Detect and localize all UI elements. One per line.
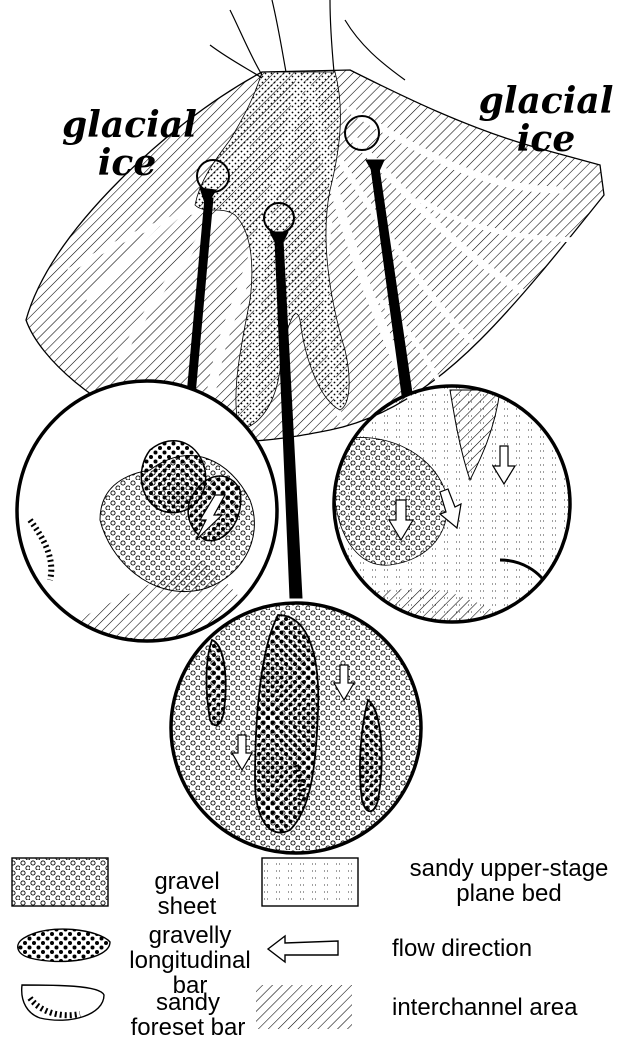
legend-sandy-foreset-bar-label: sandy foreset bar <box>118 990 258 1040</box>
swatch-sandy-upper-stage-plane-bed <box>262 858 358 906</box>
legend-gravelly-line1: gravelly <box>110 923 270 948</box>
legend-gravelly-bar-label: gravelly longitudinal bar <box>110 923 270 998</box>
swatch-flow-direction <box>268 936 338 962</box>
legend-gravel-sheet-label: gravel sheet <box>122 869 252 919</box>
inset-bottom <box>160 595 440 865</box>
glacier-snout <box>210 0 405 80</box>
legend-interchannel-area-label: interchannel area <box>392 995 612 1020</box>
glacial-ice-left-line1: glacial <box>62 106 192 144</box>
glacial-ice-left-line2: ice <box>62 144 192 182</box>
glacial-ice-label-left: glacial ice <box>62 106 192 182</box>
legend-sandy-plane-bed-label: sandy upper-stage plane bed <box>400 856 618 906</box>
glacial-ice-right-line2: ice <box>476 120 616 158</box>
swatch-gravelly-longitudinal-bar <box>18 929 110 961</box>
legend-sandy-plane-bed-line1: sandy upper-stage <box>400 856 618 881</box>
swatch-interchannel-area <box>256 985 352 1029</box>
legend-flow-direction-label: flow direction <box>392 936 582 961</box>
legend-sandy-plane-bed-line2: plane bed <box>400 881 618 906</box>
swatch-sandy-foreset-bar <box>22 985 104 1020</box>
swatch-gravel-sheet <box>12 858 108 906</box>
glacial-ice-label-right: glacial ice <box>476 82 616 158</box>
glacial-ice-right-line1: glacial <box>476 82 616 120</box>
